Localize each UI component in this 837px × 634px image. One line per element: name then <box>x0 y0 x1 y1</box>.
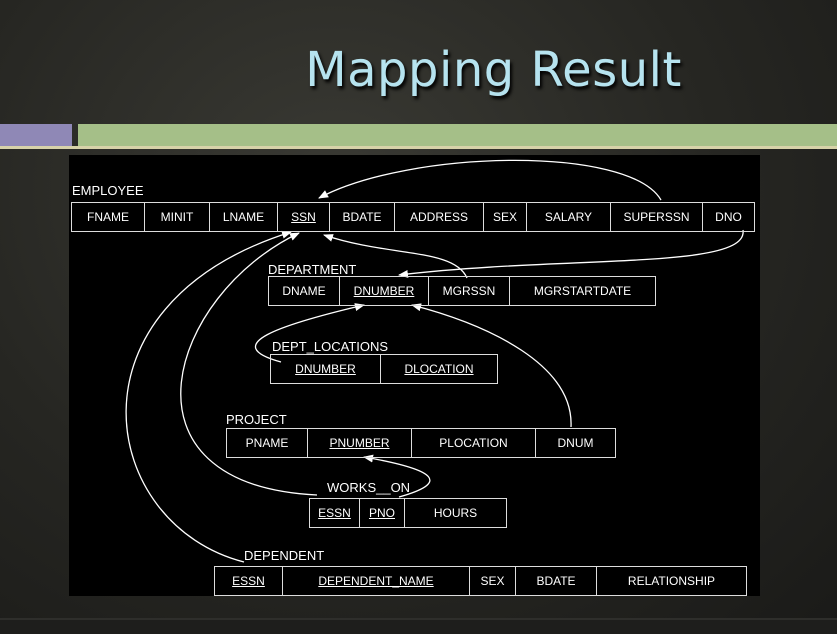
arrow-workson-essn-to-ssn <box>180 232 318 496</box>
arrow-pno-to-pnumber <box>363 454 431 498</box>
relation-dependent: ESSN DEPENDENT_NAME SEX BDATE RELATIONSH… <box>214 566 747 596</box>
accent-band-green <box>78 124 837 147</box>
accent-underline <box>0 146 837 149</box>
attr-dependent-relationship: RELATIONSHIP <box>627 574 716 588</box>
accent-band-purple <box>0 124 72 147</box>
attr-employee-dno: DNO <box>715 210 742 224</box>
attr-dept-locations-dnumber: DNUMBER <box>271 355 381 383</box>
attr-project-pname: PNAME <box>227 429 308 457</box>
relation-label-department: DEPARTMENT <box>268 262 357 277</box>
attr-employee-minit: MINIT <box>145 203 210 231</box>
relation-works-on: ESSN PNO HOURS <box>309 498 507 528</box>
attr-employee-address: ADDRESS <box>395 203 484 231</box>
attr-works-on-pno: PNO <box>360 499 405 527</box>
attr-employee-lname: LNAME <box>210 203 278 231</box>
attr-employee-salary: SALARY <box>527 203 611 231</box>
arrow-mgrssn-to-ssn <box>323 234 468 279</box>
relation-dept-locations: DNUMBER DLOCATION <box>270 354 498 384</box>
attr-employee-sex: SEX <box>484 203 527 231</box>
relation-department: DNAME DNUMBER MGRSSN MGRSTARTDATE <box>268 276 656 306</box>
attr-dependent-sex: SEX <box>470 567 516 595</box>
attr-department-mgrssn: MGRSSN <box>429 277 510 305</box>
attr-department-dname: DNAME <box>269 277 340 305</box>
attr-works-on-hours: HOURS <box>433 506 478 520</box>
relation-label-dept-locations: DEPT_LOCATIONS <box>272 339 389 354</box>
relation-label-project: PROJECT <box>226 412 287 427</box>
arrow-dnum-to-dnumber <box>411 303 572 428</box>
attr-employee-fname: FNAME <box>72 203 145 231</box>
arrow-superssn-to-ssn <box>318 159 662 201</box>
attr-department-dnumber: DNUMBER <box>340 277 429 305</box>
er-mapping-diagram: EMPLOYEE FNAME MINIT LNAME SSN BDATE ADD… <box>69 155 760 596</box>
slide-bottom-bar <box>0 618 837 634</box>
relation-employee: FNAME MINIT LNAME SSN BDATE ADDRESS SEX … <box>71 202 755 232</box>
attr-project-plocation: PLOCATION <box>412 429 536 457</box>
attr-project-dnum: DNUM <box>557 436 594 450</box>
attr-works-on-essn: ESSN <box>310 499 360 527</box>
slide-title: Mapping Result <box>305 42 682 98</box>
attr-dependent-essn: ESSN <box>215 567 283 595</box>
attr-employee-superssn: SUPERSSN <box>611 203 703 231</box>
attr-dept-locations-dlocation: DLOCATION <box>404 362 474 376</box>
attr-employee-bdate: BDATE <box>330 203 395 231</box>
attr-department-mgrstartdate: MGRSTARTDATE <box>533 284 632 298</box>
attr-dependent-dependent-name: DEPENDENT_NAME <box>283 567 470 595</box>
relation-project: PNAME PNUMBER PLOCATION DNUM <box>226 428 616 458</box>
fk-arrows-layer <box>125 159 744 563</box>
relation-label-works-on: WORKS__ON <box>327 480 411 495</box>
attr-employee-ssn: SSN <box>278 203 330 231</box>
arrow-dloc-dnumber-to-dnumber <box>254 303 365 363</box>
arrow-dependent-essn-to-ssn <box>125 230 292 563</box>
arrow-dno-to-dnumber <box>398 229 744 278</box>
relation-label-dependent: DEPENDENT <box>244 548 325 563</box>
relation-label-employee: EMPLOYEE <box>72 183 144 198</box>
attr-dependent-bdate: BDATE <box>516 567 597 595</box>
attr-project-pnumber: PNUMBER <box>308 429 412 457</box>
